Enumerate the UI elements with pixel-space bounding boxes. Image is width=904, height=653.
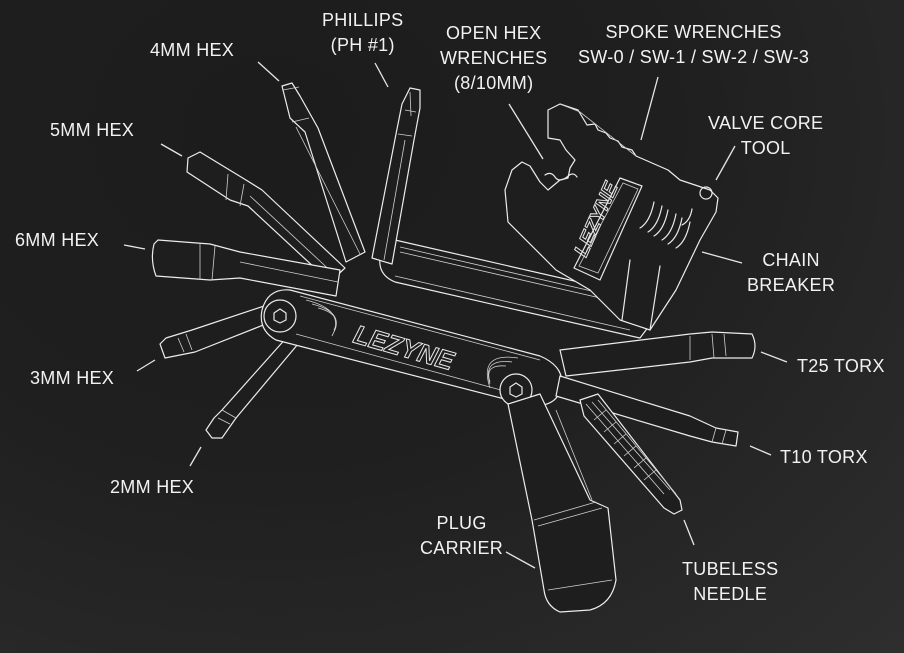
callout-phillips: PHILLIPS (PH #1) [322,8,403,58]
pivot-bolt-left [263,299,297,333]
callout-chain-breaker: CHAIN BREAKER [747,248,835,298]
bit-3mm-hex [159,303,277,359]
leader-chain-breaker [701,251,743,264]
callout-text: 6MM HEX [15,230,100,250]
leader-phillips [374,62,389,88]
bit-phillips [371,87,421,265]
callout-5mm-hex: 5MM HEX [50,118,134,143]
callout-6mm-hex: 6MM HEX [15,228,99,253]
callout-plug-carrier: PLUG CARRIER [420,511,503,561]
callout-t10-torx: T10 TORX [780,445,868,470]
callout-text: NEEDLE [693,584,768,604]
callout-text: BREAKER [747,275,836,295]
callout-text: WRENCHES [440,48,548,68]
leader-3mm-hex [136,359,156,372]
leader-6mm-hex [123,244,146,250]
callout-text: CARRIER [420,538,504,558]
leader-open-hex [508,103,544,160]
leader-t25 [760,351,788,363]
callout-2mm-hex: 2MM HEX [110,475,194,500]
right-tool-fan [507,331,756,613]
chain-breaker-thread [639,201,693,249]
callout-text: SPOKE WRENCHES [605,22,782,42]
leader-4mm-hex [257,61,280,82]
callout-text: TOOL [740,138,791,158]
callout-text: CHAIN [762,250,820,270]
tool-plug-carrier [507,393,617,613]
callout-text: PLUG [436,513,487,533]
callout-text: 5MM HEX [50,120,135,140]
leader-spoke [640,76,659,141]
knurl-texture [585,399,677,495]
callout-text: SW-0 / SW-1 / SW-2 / SW-3 [578,47,810,67]
callout-text: TUBELESS [682,559,779,579]
callout-text: PHILLIPS [322,10,404,30]
callout-t25-torx: T25 TORX [797,354,885,379]
callout-text: T10 TORX [780,447,868,467]
callout-open-hex-wrenches: OPEN HEX WRENCHES (8/10MM) [440,21,547,96]
callout-text: VALVE CORE [708,113,824,133]
callout-text: 4MM HEX [150,40,235,60]
callout-spoke-wrenches: SPOKE WRENCHES SW-0 / SW-1 / SW-2 / SW-3 [578,20,809,70]
leader-2mm-hex [189,446,202,467]
bit-6mm-hex [151,239,341,297]
callout-text: 2MM HEX [110,477,195,497]
callout-3mm-hex: 3MM HEX [30,366,114,391]
leader-tubeless [683,519,695,546]
callout-valve-core-tool: VALVE CORE TOOL [708,111,823,161]
callout-text: T25 TORX [797,356,885,376]
bit-4mm-hex [281,82,366,263]
leader-valve-core [715,145,736,181]
callout-text: (PH #1) [330,35,395,55]
callout-4mm-hex: 4MM HEX [150,38,234,63]
chain-breaker-assembly: LEZYNE [504,103,719,331]
leader-plug-carrier [505,551,536,569]
front-side-plate: LEZYNE [260,289,563,407]
callout-tubeless-needle: TUBELESS NEEDLE [682,557,778,607]
callout-text: 3MM HEX [30,368,115,388]
tool-tubeless-needle [579,393,683,515]
leader-t10 [749,445,772,456]
callout-text: (8/10MM) [453,73,534,93]
bit-2mm-hex [205,335,299,439]
leader-lines [123,61,788,569]
leader-5mm-hex [160,143,183,157]
callout-text: OPEN HEX [445,23,542,43]
bit-t25-torx [559,331,756,377]
left-tool-fan [151,82,421,439]
